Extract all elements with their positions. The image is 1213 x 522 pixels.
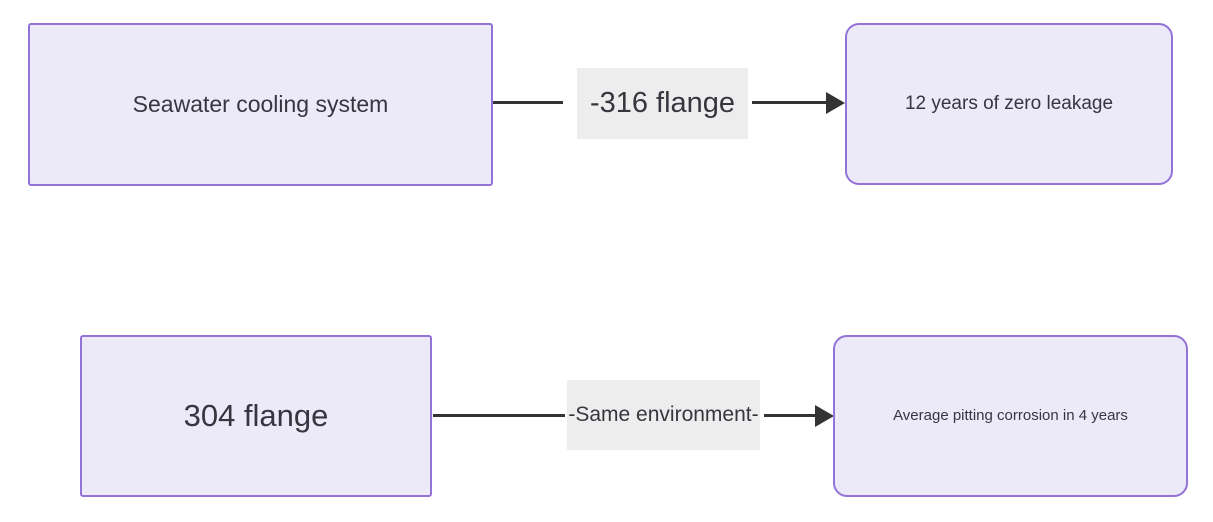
edge-label-text: -316 flange (589, 87, 736, 119)
edge-line-segment (493, 101, 563, 104)
node-average-pitting-corrosion: Average pitting corrosion in 4 years (833, 335, 1188, 497)
node-label: Average pitting corrosion in 4 years (893, 406, 1128, 424)
edge-label-text: -Same environment- (568, 403, 759, 426)
node-label: 12 years of zero leakage (904, 93, 1114, 115)
node-label: Seawater cooling system (132, 91, 389, 118)
edge-line-segment (433, 414, 565, 417)
arrowhead-right-icon (815, 405, 834, 427)
node-12-years-zero-leakage: 12 years of zero leakage (845, 23, 1173, 185)
edge-line-segment (764, 414, 817, 417)
node-label: 304 flange (183, 397, 329, 433)
edge-label-316-flange: -316 flange (577, 68, 748, 139)
edge-label-same-environment: -Same environment- (567, 380, 760, 450)
arrowhead-right-icon (826, 92, 845, 114)
node-seawater-cooling-system: Seawater cooling system (28, 23, 493, 186)
node-304-flange: 304 flange (80, 335, 432, 497)
edge-line-segment (752, 101, 829, 104)
